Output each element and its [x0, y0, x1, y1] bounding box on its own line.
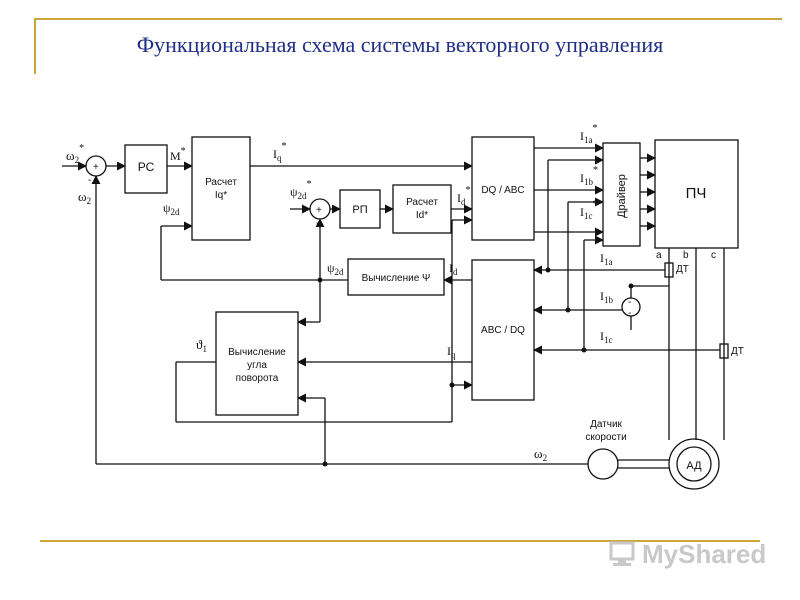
pc-label: РС [138, 160, 155, 174]
calc-angle-label-1: Вычисление [228, 347, 286, 358]
speed-sensor-circle [587, 448, 619, 480]
sum2-plus: + [316, 205, 322, 216]
calc-iq-label-1: Расчет [205, 177, 237, 188]
id-star-label: Id* [457, 185, 471, 207]
motor-outer-circle [668, 438, 720, 490]
calc-id-label-2: Id* [416, 210, 428, 221]
phase-c-label: c [711, 250, 716, 261]
id-label: Id [449, 261, 458, 277]
m-star-label: М* [170, 146, 186, 163]
page-title: Функциональная схема системы векторного … [136, 32, 664, 57]
dq-abc-label: DQ / ABC [481, 185, 524, 196]
theta1-label: ϑ1 [196, 337, 207, 354]
logo-icon [609, 541, 635, 566]
rp-label: РП [352, 204, 367, 216]
omega2-star-label: ω2* [66, 143, 84, 165]
i1b-label: I1b [600, 289, 614, 305]
iq-label: Iq [447, 344, 456, 360]
calc-angle-label-3: поворота [236, 373, 279, 384]
i1c-label: I1c [600, 329, 613, 345]
calc-id-label-1: Расчет [406, 197, 438, 208]
sum3-minus-top: - [628, 297, 631, 308]
omega2-sensor-label: ω2 [534, 446, 547, 463]
sum2-minus: - [316, 218, 319, 229]
motor-label: АД [686, 460, 702, 472]
logo-text: MyShared [642, 538, 767, 569]
i1a-star-label: I1a* [580, 123, 598, 145]
i1a-label: I1a [600, 251, 613, 267]
myshared-logo: MyShared [608, 534, 768, 574]
dq-abc-block [471, 136, 535, 241]
calc-psi-label: Вычисление Ψ [362, 273, 431, 284]
omega2-feedback-label: ω2 [78, 189, 91, 206]
psi2d-label-feedback: ψ2d [327, 261, 344, 277]
sum1-plus: + [93, 162, 99, 173]
abc-dq-block [471, 259, 535, 401]
calc-angle-label-2: угла [247, 360, 267, 371]
psi2d-label-left: ψ2d [163, 201, 180, 217]
phase-a-label: a [656, 250, 662, 261]
speed-sensor-label-1: Датчик [590, 419, 622, 430]
calc-iq-label-2: Iq* [215, 190, 227, 201]
abc-dq-label: ABC / DQ [481, 325, 525, 336]
i1c-star-label: I1c* [580, 199, 598, 221]
speed-sensor-label-2: скорости [585, 432, 626, 443]
calc-id-block [392, 184, 452, 234]
driver-label: Драйвер [616, 174, 628, 218]
motor-inner-circle [676, 446, 712, 482]
top-decor-line [34, 18, 782, 20]
left-decor-line [34, 18, 36, 74]
sum3-minus-bottom: - [628, 308, 631, 319]
current-sensor-c-label: ДТ [731, 346, 744, 357]
calc-iq-block [191, 136, 251, 241]
phase-b-label: b [683, 250, 689, 261]
pch-label: ПЧ [686, 185, 707, 202]
i1b-star-label: I1b* [580, 165, 598, 187]
current-sensor-a-label: ДТ [676, 264, 689, 275]
bottom-decor-line [40, 540, 760, 542]
sum1-minus: - [88, 175, 91, 186]
iq-star-label: Iq* [273, 141, 287, 163]
psi2d-star-label: ψ2d* [290, 179, 312, 201]
